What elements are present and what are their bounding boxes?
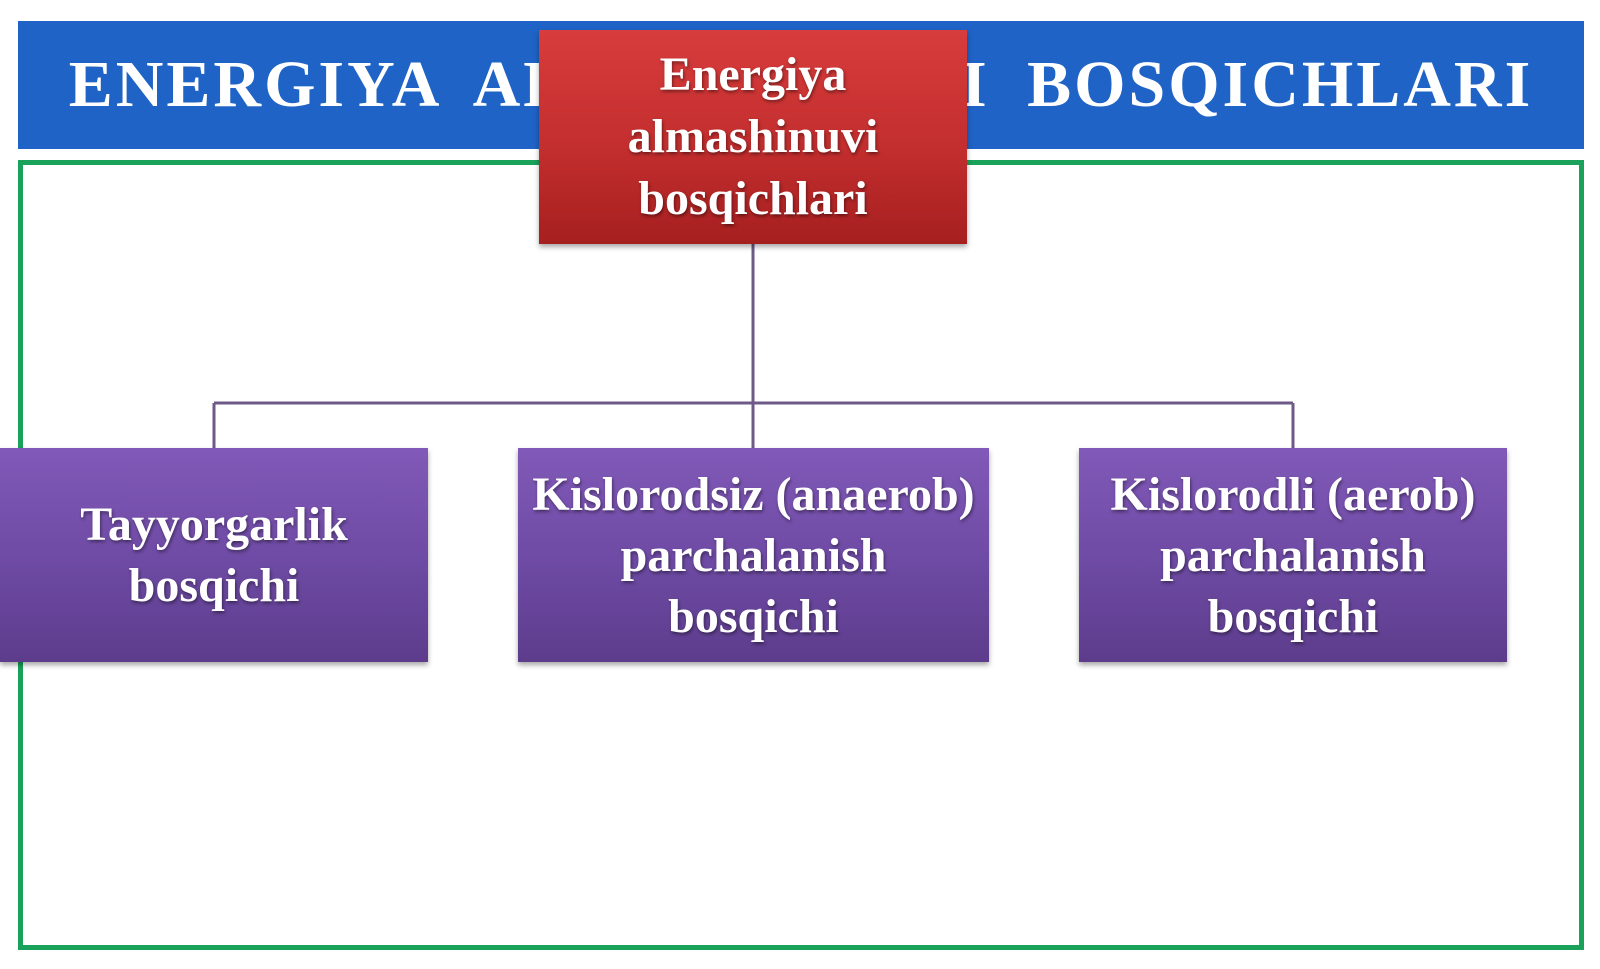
child-node-label: Kislorodli (aerob) parchalanish bosqichi <box>1110 467 1476 643</box>
child-node-label: Tayyorgarlik bosqichi <box>80 498 348 612</box>
child-node-preparation: Tayyorgarlik bosqichi <box>0 448 428 662</box>
child-node-aerobic: Kislorodli (aerob) parchalanish bosqichi <box>1079 448 1507 662</box>
child-node-label: Kislorodsiz (anaerob) parchalanish bosqi… <box>532 467 975 643</box>
child-node-anaerobic: Kislorodsiz (anaerob) parchalanish bosqi… <box>518 448 989 662</box>
root-node-label: Energiya almashinuvi bosqichlari <box>627 48 879 225</box>
root-node: Energiya almashinuvi bosqichlari <box>539 30 967 244</box>
